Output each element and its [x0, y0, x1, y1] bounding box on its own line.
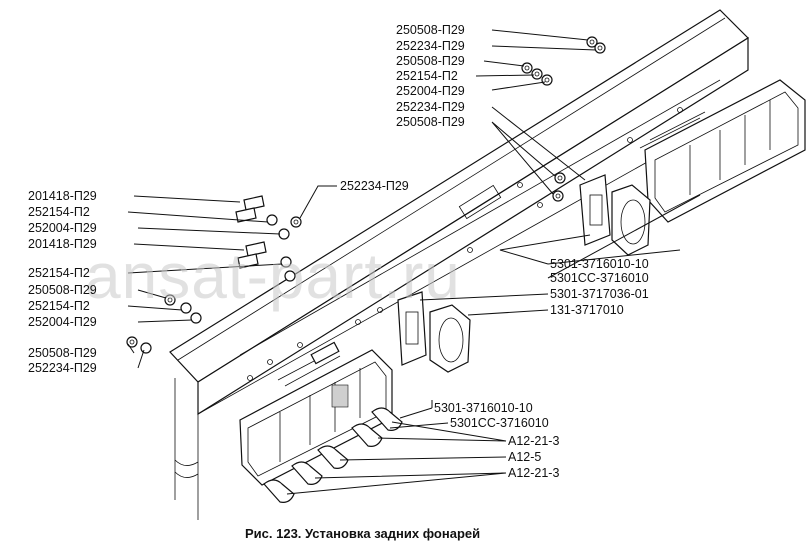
label-left-4: 201418-П29: [28, 237, 97, 251]
label-bottom-1: 5301-3716010-10: [434, 401, 533, 415]
label-left-7: 252154-П2: [28, 299, 90, 313]
label-top-7: 250508-П29: [396, 115, 465, 129]
label-top-2: 252234-П29: [396, 39, 465, 53]
label-mid-nut: 252234-П29: [340, 179, 409, 193]
label-bottom-4: А12-5: [508, 450, 541, 464]
label-left-1: 201418-П29: [28, 189, 97, 203]
fasteners: [126, 36, 606, 503]
bulbs: [263, 407, 403, 503]
label-right-2: 5301СС-3716010: [550, 271, 649, 285]
label-bottom-3: А12-21-3: [508, 434, 559, 448]
leader-lines: [127, 29, 701, 495]
label-right-1: 5301-3716010-10: [550, 257, 649, 271]
marker-lamp-lower: [397, 291, 471, 373]
label-left-5: 252154-П2: [28, 266, 90, 280]
label-right-3: 5301-3717036-01: [550, 287, 649, 301]
label-left-8: 252004-П29: [28, 315, 97, 329]
label-left-9: 250508-П29: [28, 346, 97, 360]
label-left-2: 252154-П2: [28, 205, 90, 219]
figure-caption: Рис. 123. Установка задних фонарей: [245, 526, 480, 541]
label-bottom-2: 5301СС-3716010: [450, 416, 549, 430]
label-top-6: 252234-П29: [396, 100, 465, 114]
label-top-3: 250508-П29: [396, 54, 465, 68]
label-left-6: 250508-П29: [28, 283, 97, 297]
watermark-text: ansat-part.ru: [85, 240, 461, 312]
label-bottom-5: А12-21-3: [508, 466, 559, 480]
label-top-5: 252004-П29: [396, 84, 465, 98]
marker-lamp-upper: [579, 174, 651, 256]
frame-crossmember: [169, 9, 749, 520]
label-left-10: 252234-П29: [28, 361, 97, 375]
label-left-3: 252004-П29: [28, 221, 97, 235]
label-top-1: 250508-П29: [396, 23, 465, 37]
label-top-4: 252154-П2: [396, 69, 458, 83]
label-right-4: 131-3717010: [550, 303, 624, 317]
part-labels: 250508-П29 252234-П29 250508-П29 252154-…: [28, 23, 649, 480]
